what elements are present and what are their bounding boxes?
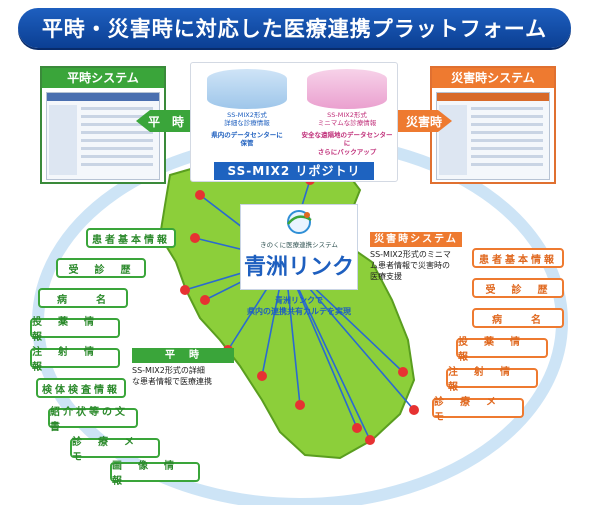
left-item-injection: 注 射 情 報 [30, 347, 120, 373]
right-item-memo: 診 療 メ モ [432, 397, 524, 423]
repo-left-note: 県内のデータセンターに 保管 [211, 130, 283, 148]
right-item-history: 受 診 歴 [472, 278, 564, 298]
disaster-system-screenshot [436, 92, 550, 180]
disaster-box-title: 災害時システム [370, 232, 462, 247]
left-item-patient: 患者基本情報 [86, 228, 176, 248]
globe-logo-icon [287, 210, 312, 234]
left-item-history: 受 診 歴 [56, 258, 146, 278]
left-item-referral: 紹介状等の文書 [48, 407, 138, 433]
page-title: 平時・災害時に対応した医療連携プラットフォーム [18, 8, 571, 48]
right-item-medication: 投 薬 情 報 [456, 337, 548, 363]
left-item-disease: 病 名 [38, 288, 128, 308]
brand-note: 青洲リンクで 県内の連携共有カルテを実現 [247, 296, 351, 316]
repo-right-note: 安全な遠隔地のデータセンターに さらにバックアップ [301, 130, 393, 156]
right-item-disease: 病 名 [472, 308, 564, 328]
database-backup-icon [307, 69, 387, 109]
left-item-medication: 投 薬 情 報 [30, 317, 120, 343]
normal-system-screenshot [46, 92, 160, 180]
brand-subtitle: きのくに医療連携システム [260, 241, 338, 249]
disaster-box: 災害時システム SS-MIX2形式のミニマ ム患者情報で災害時の 医療支援 [370, 232, 462, 282]
left-item-specimen: 検体検査情報 [36, 378, 126, 398]
disaster-box-text: SS-MIX2形式のミニマ ム患者情報で災害時の 医療支援 [370, 250, 451, 281]
disaster-system-panel: 災害時システム [430, 66, 556, 184]
right-item-patient: 患者基本情報 [472, 248, 564, 268]
normal-box: 平 時 SS-MIX2形式の詳細 な患者情報で医療連携 [132, 348, 234, 388]
disaster-system-title: 災害時システム [432, 68, 554, 88]
repo-right-caption: SS-MIX2形式 ミニマムな診療情報 [317, 111, 377, 128]
repository-right: SS-MIX2形式 ミニマムな診療情報 安全な遠隔地のデータセンターに さらにバ… [299, 69, 395, 156]
hospital-dots [180, 175, 419, 445]
right-item-injection: 注 射 情 報 [446, 367, 538, 393]
normal-system-title: 平時システム [42, 68, 164, 88]
left-item-memo: 診 療 メ モ [70, 437, 160, 463]
disaster-arrow: 災害時 [396, 110, 452, 132]
left-item-image: 画 像 情 報 [110, 461, 200, 487]
database-icon [207, 69, 287, 109]
normal-box-text: SS-MIX2形式の詳細 な患者情報で医療連携 [132, 366, 212, 386]
seishu-link-card: きのくに医療連携システム 青洲リンク [240, 204, 358, 290]
brand-name: 青洲リンク [243, 255, 354, 280]
normal-arrow: 平 時 [136, 110, 196, 132]
normal-box-title: 平 時 [132, 348, 234, 363]
repository-bar: SS-MIX2 リポジトリ [214, 162, 374, 180]
repo-left-caption: SS-MIX2形式 詳細な診療情報 [224, 111, 270, 128]
repository-left: SS-MIX2形式 詳細な診療情報 県内のデータセンターに 保管 [203, 69, 291, 148]
